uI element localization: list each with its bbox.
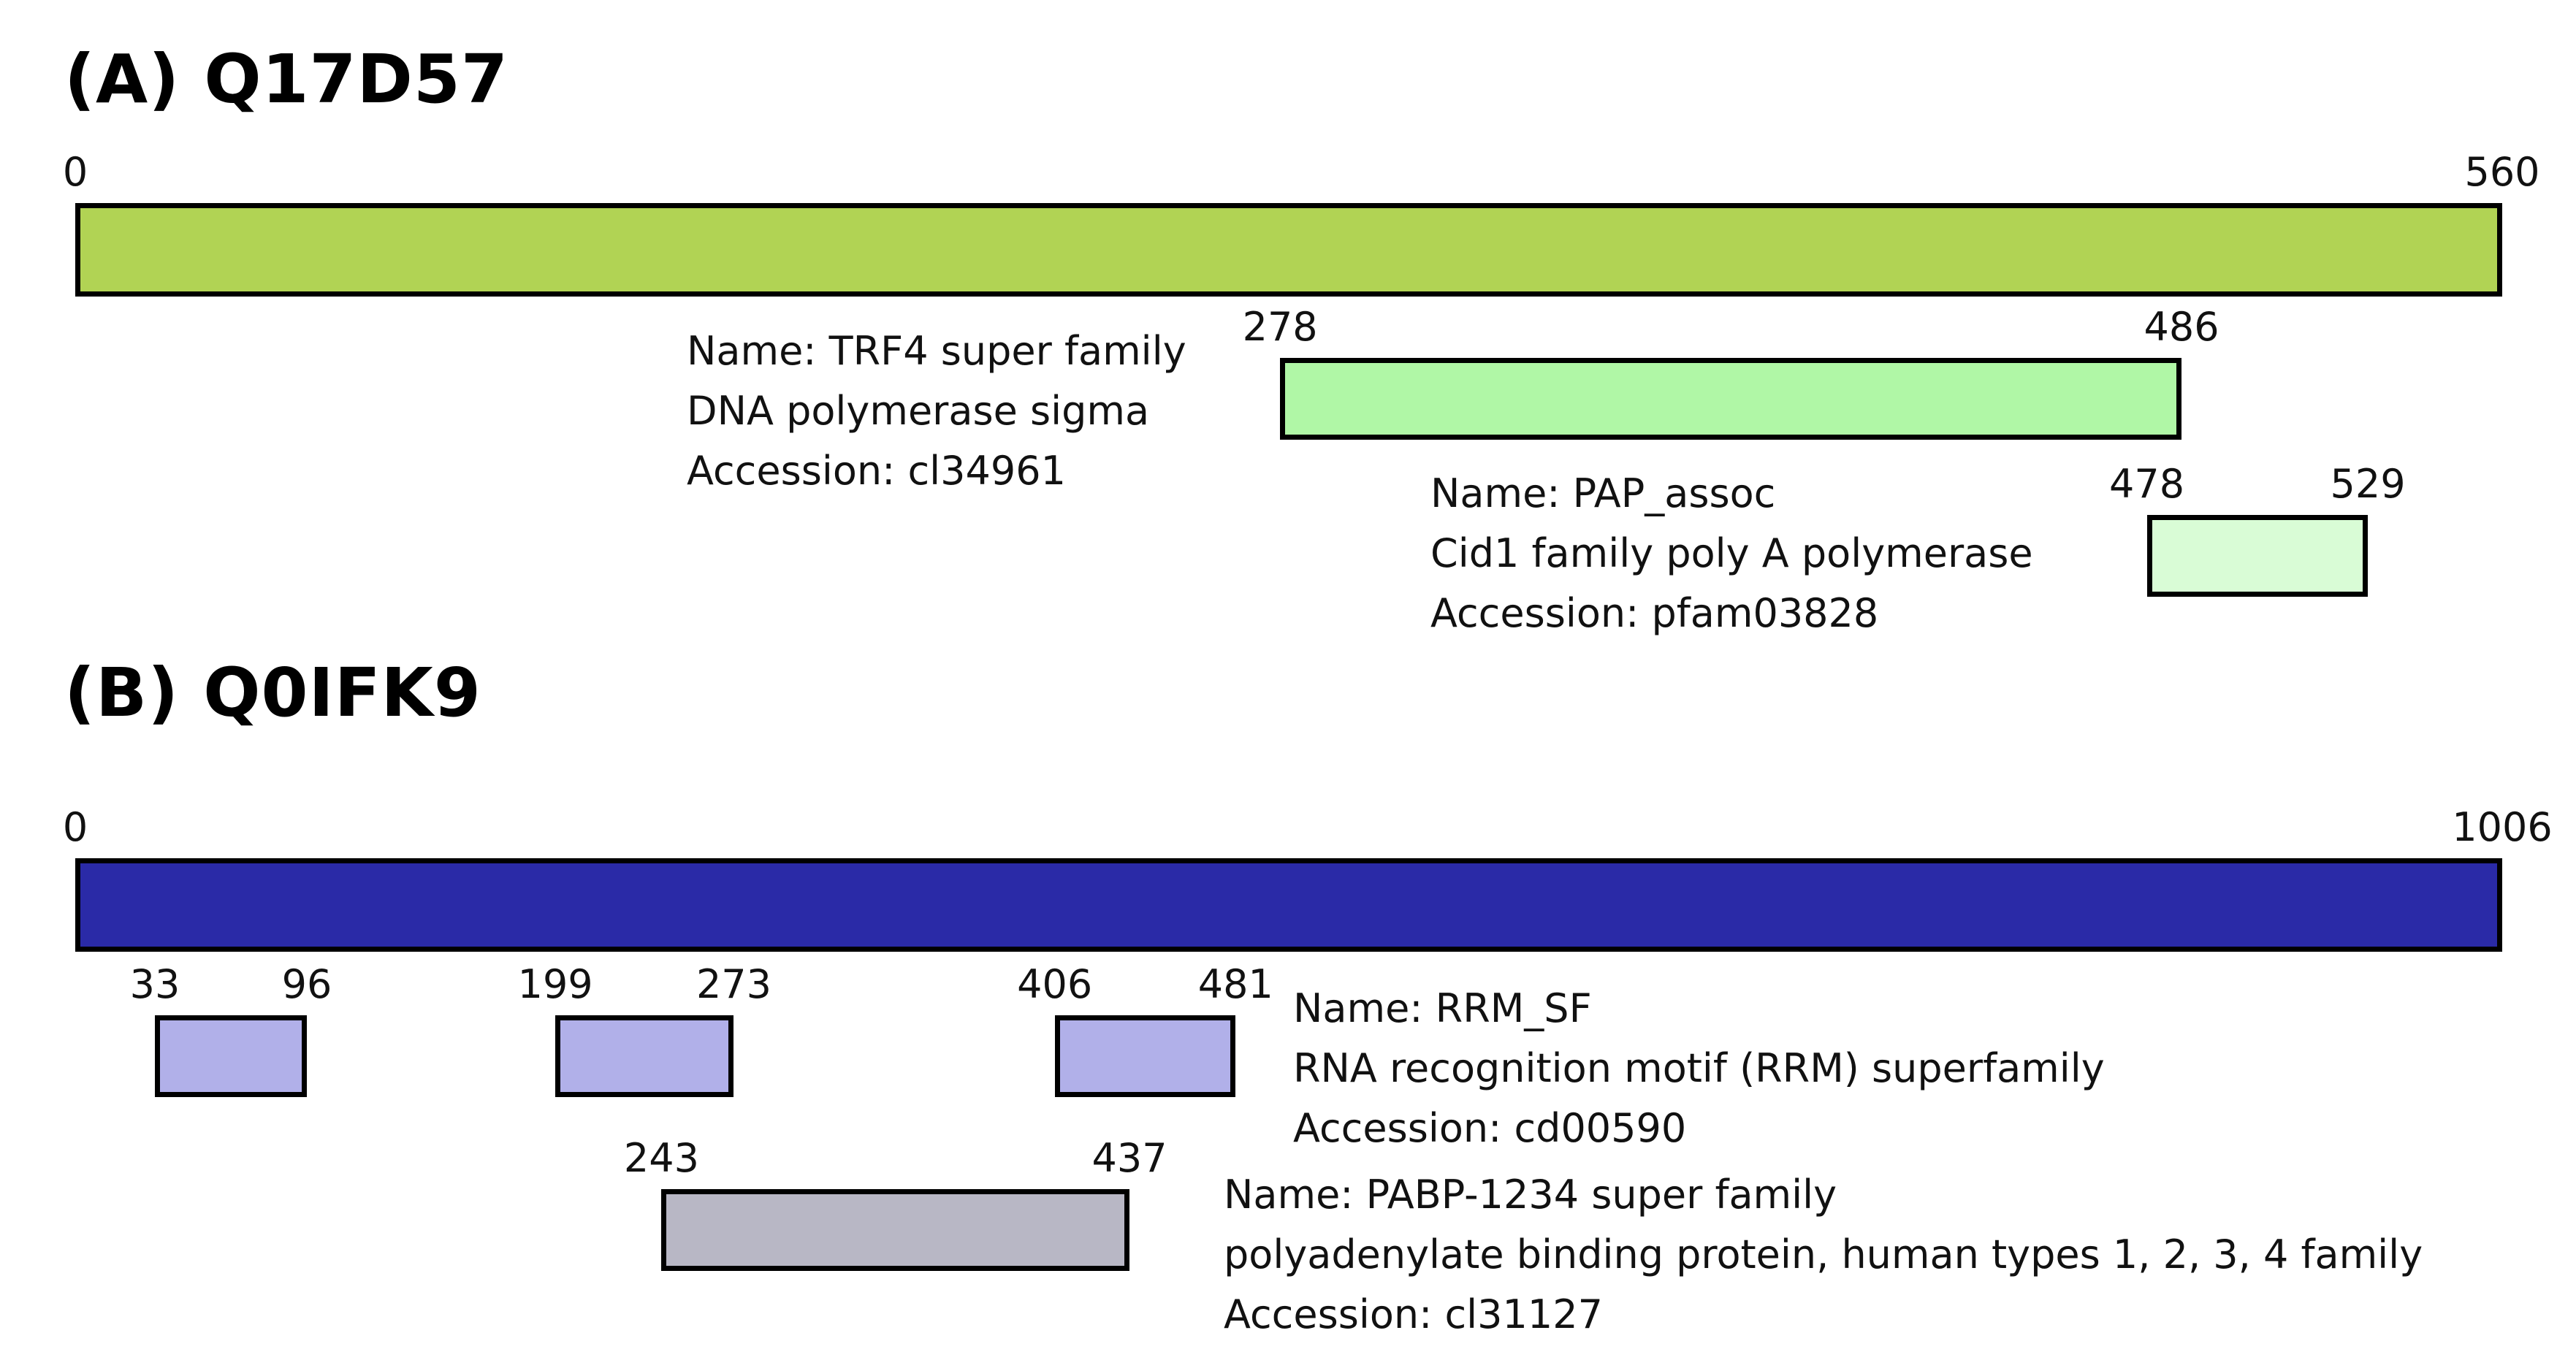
annotation-line: Cid1 family poly A polymerase — [1430, 530, 2033, 576]
domain-bar-a-278-486 — [1280, 358, 2181, 440]
panel-b-title: (B) Q0IFK9 — [64, 654, 481, 732]
residue-start-label: 33 — [129, 961, 180, 1007]
panel-a-title: (A) Q17D57 — [64, 40, 508, 118]
domain-bar-b-33-96 — [154, 1015, 307, 1097]
annotation-line: Accession: cd00590 — [1293, 1105, 1687, 1151]
domain-bar-b-199-273 — [555, 1015, 734, 1097]
annotation-line: DNA polymerase sigma — [687, 388, 1150, 434]
residue-end-label: 481 — [1197, 961, 1273, 1007]
residue-start-label: 199 — [517, 961, 593, 1007]
annotation-line: RNA recognition motif (RRM) superfamily — [1293, 1045, 2105, 1091]
protein-track-bar-b — [75, 858, 2502, 952]
residue-end-label: 273 — [696, 961, 772, 1007]
residue-end-label: 529 — [2330, 461, 2406, 507]
domain-bar-b-243-437 — [661, 1189, 1130, 1271]
track-end-label-b: 1006 — [2452, 804, 2553, 850]
domain-annotation-b-0: Name: RRM_SF RNA recognition motif (RRM) … — [1293, 979, 2105, 1158]
domain-annotation-b-1: Name: PABP-1234 super family polyadenylat… — [1224, 1165, 2423, 1345]
residue-start-label: 478 — [2109, 461, 2185, 507]
protein-track-bar-a — [75, 203, 2502, 297]
annotation-line: Accession: pfam03828 — [1430, 590, 1879, 636]
residue-start-label: 243 — [623, 1135, 699, 1181]
annotation-line: Name: PABP-1234 super family — [1224, 1172, 1837, 1218]
residue-end-label: 437 — [1091, 1135, 1167, 1181]
residue-start-label: 406 — [1017, 961, 1093, 1007]
annotation-line: Name: PAP_assoc — [1430, 470, 1776, 516]
track-start-label-b: 0 — [62, 804, 88, 850]
annotation-line: Accession: cl31127 — [1224, 1291, 1603, 1337]
annotation-line: Accession: cl34961 — [687, 448, 1066, 494]
residue-end-label: 486 — [2144, 304, 2219, 350]
track-start-label-a: 0 — [62, 149, 88, 195]
track-end-label-a: 560 — [2464, 149, 2540, 195]
domain-bar-b-406-481 — [1054, 1015, 1236, 1097]
annotation-line: polyadenylate binding protein, human typ… — [1224, 1231, 2423, 1277]
residue-start-label: 278 — [1242, 304, 1318, 350]
residue-end-label: 96 — [281, 961, 332, 1007]
annotation-line: Name: TRF4 super family — [687, 328, 1186, 374]
annotation-line: Name: RRM_SF — [1293, 985, 1592, 1031]
domain-bar-a-478-529 — [2146, 515, 2369, 597]
